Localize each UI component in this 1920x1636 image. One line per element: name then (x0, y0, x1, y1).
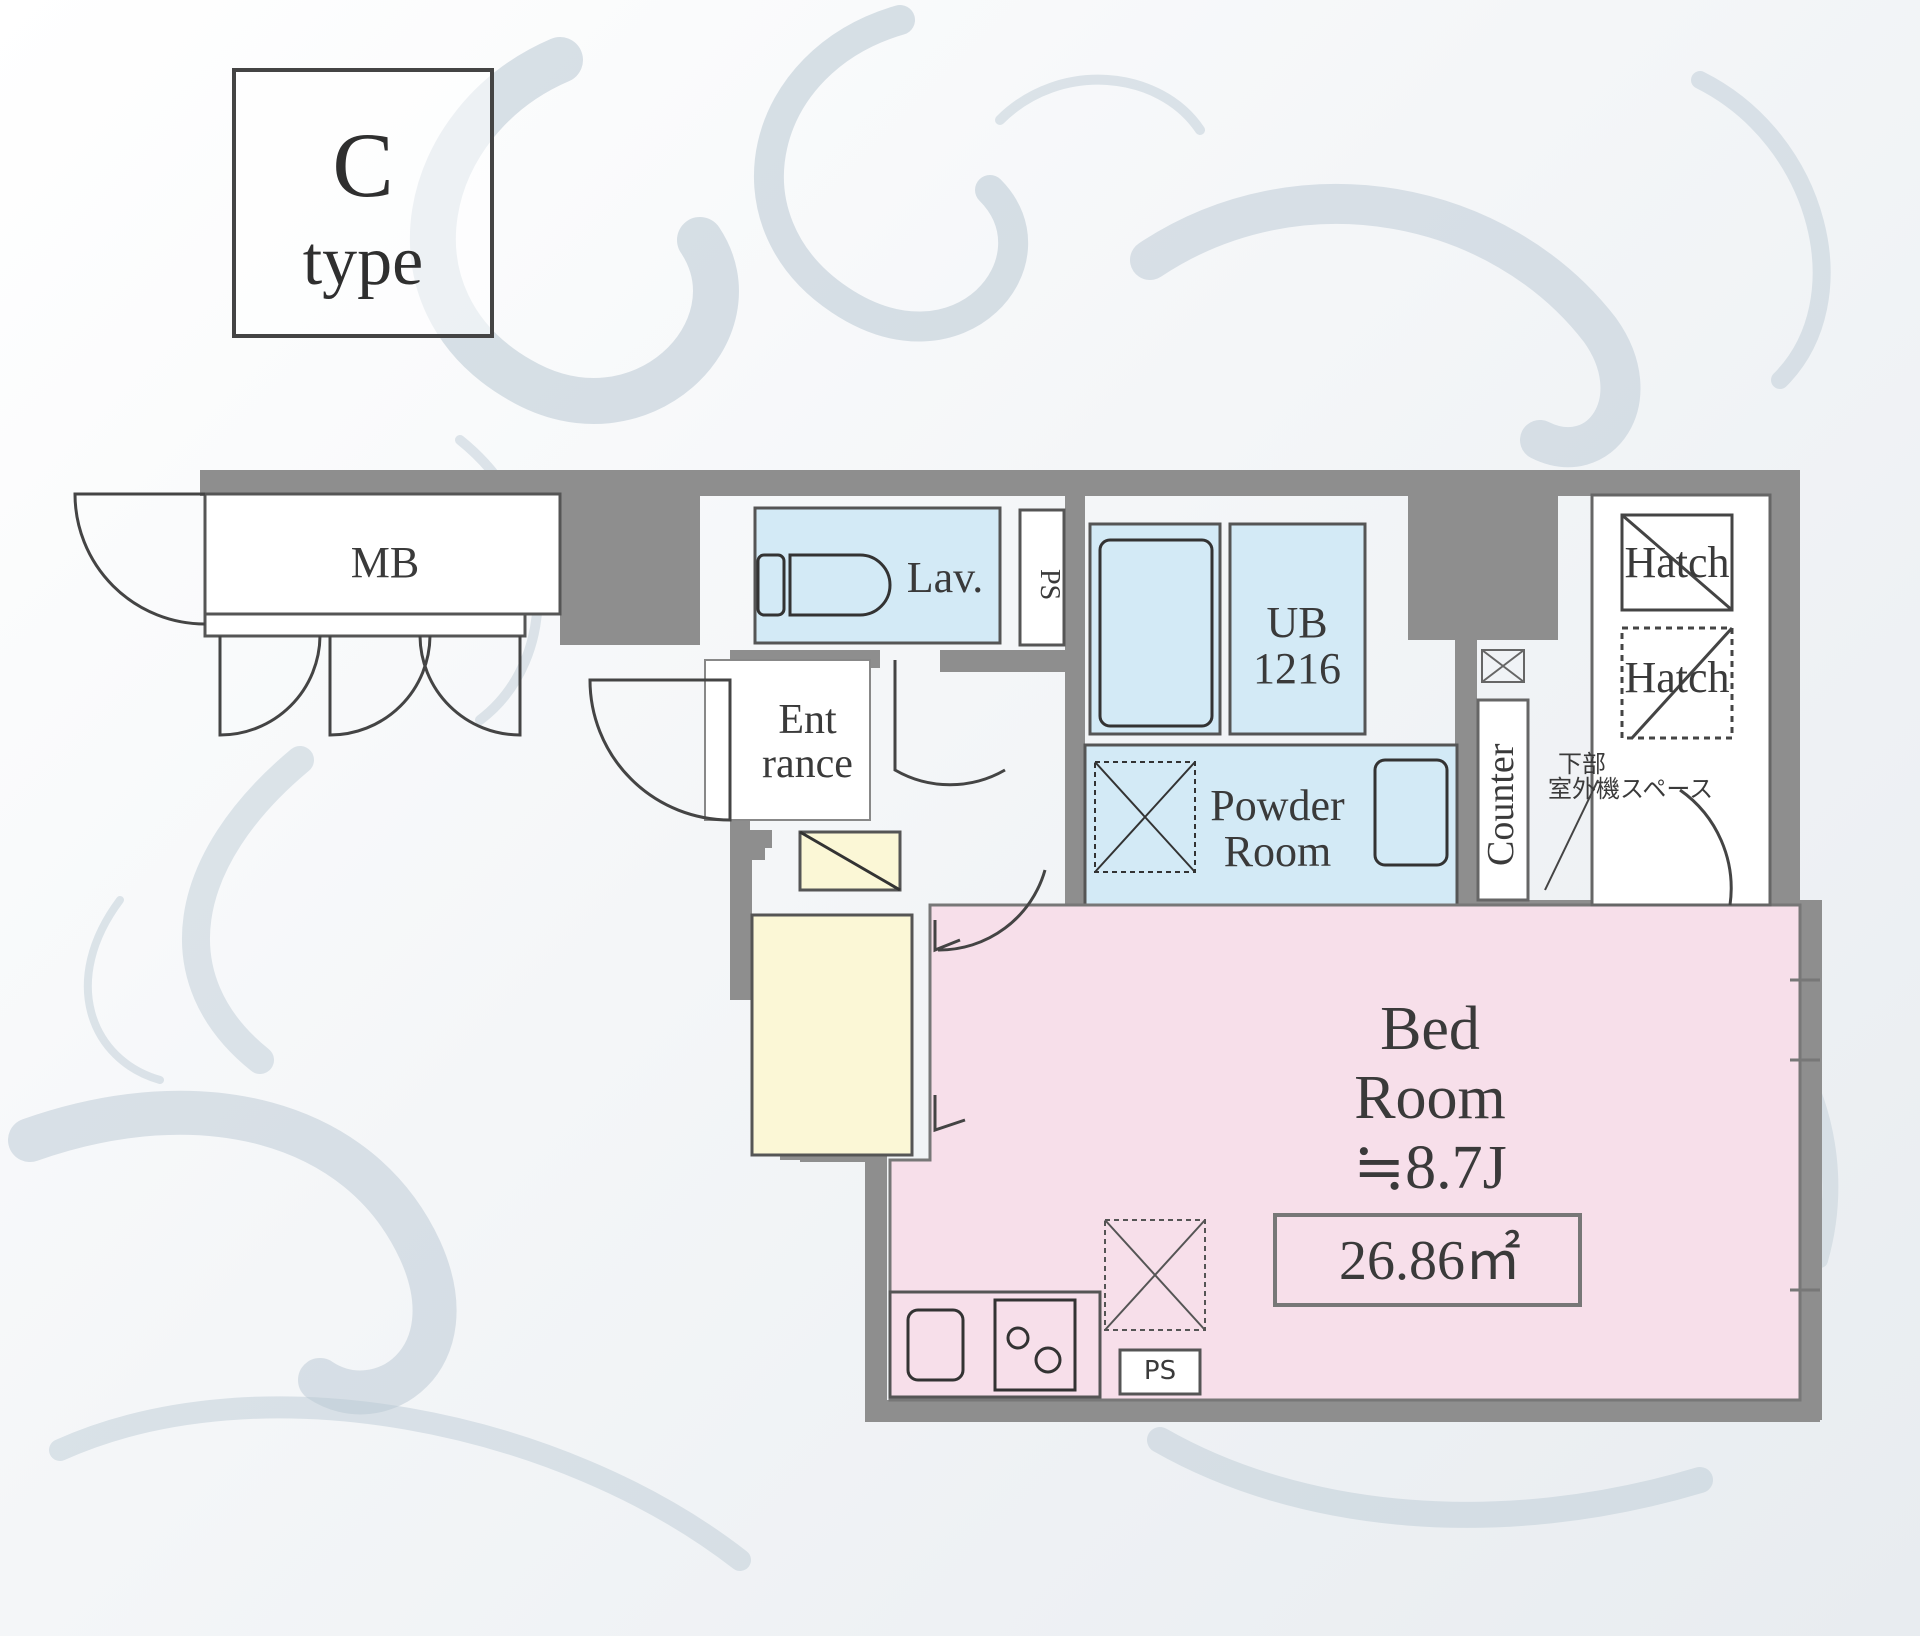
type-badge: C type (232, 68, 494, 338)
powder-line1: Powder (1210, 781, 1345, 830)
toilet-room (753, 506, 1066, 647)
counter-text: Counter (1480, 743, 1522, 866)
entrance-label: Ent rance (745, 698, 870, 786)
ub-line2: 1216 (1253, 644, 1341, 694)
bedroom-line1: Bed (1380, 995, 1480, 1063)
counter-frame (1476, 698, 1530, 902)
bedroom-line2: Room (1354, 1064, 1506, 1133)
entrance-line1: Ent (778, 697, 837, 743)
bedroom (888, 869, 1820, 1402)
ub-line1: UB (1266, 598, 1328, 647)
stove-icon (993, 1298, 1077, 1392)
washbasin-icon (1373, 758, 1449, 867)
kitchen (888, 1290, 1102, 1399)
type-word: type (302, 223, 424, 300)
ps-bottom-label: PS (1143, 1356, 1177, 1386)
entrance-line2: rance (762, 741, 853, 788)
shoe-storage (750, 913, 914, 1157)
toilet-bowl-icon (788, 553, 892, 617)
lav-label: Lav. (906, 553, 984, 602)
balcony-area (1476, 493, 1772, 907)
toilet-tank-icon (756, 553, 786, 617)
hatch-2-label: Hatch (1624, 653, 1730, 702)
powder-line2: Room (1223, 827, 1332, 877)
ub-label: UB 1216 (1232, 598, 1362, 694)
bath-area (1083, 522, 1459, 907)
fridge-space (1104, 1219, 1206, 1331)
mb-closet (73, 492, 562, 737)
area-label: 26.86㎡ (1339, 1230, 1521, 1292)
mb-label: MB (350, 538, 420, 587)
ps-vertical-text: PS (1034, 569, 1065, 601)
sink-icon (906, 1308, 965, 1382)
area-frame (1273, 1213, 1582, 1307)
outdoor-line1: 下部 (1558, 750, 1606, 778)
hatch-2-frame (1620, 626, 1734, 740)
washer-space (1094, 761, 1196, 873)
bathtub-icon (1098, 538, 1214, 728)
hatch-1-frame (1620, 513, 1734, 612)
pipe-space-vertical (1018, 508, 1066, 647)
type-letter: C (332, 114, 394, 216)
counter-label: Counter (1480, 712, 1524, 897)
bedroom-label: Bed Room ≒8.7J (1300, 995, 1560, 1203)
ps-vertical-label: PS (1020, 545, 1065, 625)
outdoor-unit-label: 下部 室外機スペース (1548, 750, 1788, 804)
powder-room-label: Powder Room (1185, 781, 1370, 877)
outdoor-line2: 室外機スペース (1548, 775, 1714, 804)
background-ornament (8, 5, 1839, 1571)
bedroom-size: ≒8.7J (1353, 1133, 1507, 1202)
hatch-1-label: Hatch (1624, 538, 1730, 587)
entrance-area (588, 659, 1006, 1157)
